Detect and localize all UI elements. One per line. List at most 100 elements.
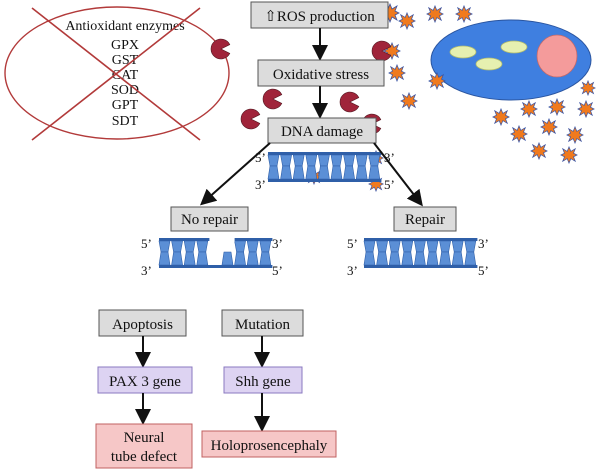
strand-broken-3prime-top: 3’ <box>272 236 283 251</box>
dna-base <box>183 251 196 266</box>
repair-node: Repair <box>393 206 457 232</box>
neural-tube-defect-line2: tube defect <box>111 449 178 465</box>
shh-gene-label: Shh gene <box>235 374 291 390</box>
ros-burst-icon <box>426 5 444 23</box>
organelle <box>500 40 528 54</box>
dna-base <box>464 240 477 253</box>
dna-base <box>158 251 171 266</box>
dna-base <box>292 165 305 180</box>
ros-burst-icon <box>566 126 584 144</box>
strand-damaged-5prime-top: 5’ <box>255 150 266 165</box>
strand-repaired-3prime-bottom: 3’ <box>347 263 358 278</box>
repair-box <box>393 206 457 232</box>
ros-burst-icon <box>577 100 595 118</box>
enzymes-title: Antioxidant enzymes <box>65 19 184 34</box>
dna-base <box>376 240 388 253</box>
dna-base <box>451 251 464 266</box>
strand-damaged-3prime-bottom: 3’ <box>255 177 266 192</box>
enzyme-sdt: SDT <box>112 114 139 129</box>
strand-repaired-3prime-top: 3’ <box>478 236 489 251</box>
repair-label: Repair <box>405 212 445 228</box>
dna-strand-repaired <box>363 238 478 268</box>
ros-burst-icon <box>492 108 510 126</box>
dna-base <box>414 240 426 253</box>
dna-base <box>355 154 368 167</box>
ros-burst-icon <box>400 92 418 110</box>
apoptosis-box <box>98 309 187 337</box>
dna-backbone <box>364 265 478 268</box>
dna-base <box>368 154 381 167</box>
dna-base <box>368 165 381 180</box>
strand-broken-3prime-bottom: 3’ <box>141 263 152 278</box>
dna-base <box>330 165 343 180</box>
dna-base <box>318 154 330 167</box>
dna-base <box>234 240 246 253</box>
dna-base <box>267 165 280 180</box>
oxidative-stress-label: Oxidative stress <box>273 67 369 83</box>
neural-tube-defect-line1: Neural <box>124 430 165 446</box>
dna-backbone <box>268 152 382 155</box>
ros-burst-icon <box>530 142 548 160</box>
dna-base <box>343 165 355 180</box>
dna-base <box>196 251 209 266</box>
ros-production-label: ⇧ROS production <box>264 9 375 25</box>
dna-damage-label: DNA damage <box>281 124 363 140</box>
scavenger-icon <box>262 88 283 110</box>
dna-base <box>414 251 426 266</box>
dna-base <box>246 240 259 253</box>
dna-base <box>388 240 401 253</box>
dna-base <box>305 154 318 167</box>
dna-backbone <box>268 179 382 182</box>
dna-base <box>401 240 414 253</box>
arrow-dna-to-no-repair <box>200 142 271 206</box>
strand-broken-5prime-bottom: 5’ <box>272 263 283 278</box>
dna-base <box>171 251 183 266</box>
ros-burst-icon <box>455 5 473 23</box>
organelle <box>475 57 503 71</box>
mutation-box <box>221 309 304 337</box>
dna-base <box>426 251 439 266</box>
enzyme-sod: SOD <box>111 83 139 98</box>
nucleus <box>536 34 578 78</box>
antioxidant-enzymes-group: Antioxidant enzymes GPX GST CAT SOD GPT … <box>4 6 230 141</box>
dna-base <box>426 240 439 253</box>
dna-base <box>330 154 343 167</box>
strand-repaired-5prime-bottom: 5’ <box>478 263 489 278</box>
apoptosis-label: Apoptosis <box>112 317 173 333</box>
no-repair-label: No repair <box>181 212 238 228</box>
dna-base <box>355 165 368 180</box>
dna-base <box>234 251 246 266</box>
ros-production-node: ⇧ROS production <box>250 1 389 29</box>
ros-burst-icon <box>520 100 538 118</box>
holoprosencephaly-label: Holoprosencephaly <box>211 438 328 454</box>
ros-burst-icon <box>548 98 566 116</box>
ros-burst-icon <box>540 118 558 136</box>
scavenger-icon <box>339 91 360 113</box>
mutation-label: Mutation <box>235 317 290 333</box>
dna-base <box>363 251 376 266</box>
dna-base <box>259 251 272 266</box>
dna-base <box>292 154 305 167</box>
no-repair-node: No repair <box>170 206 249 232</box>
organelle <box>449 45 477 59</box>
dna-break <box>209 237 235 242</box>
dna-base <box>183 240 196 253</box>
ros-burst-icon <box>510 125 528 143</box>
dna-base <box>376 251 388 266</box>
dna-base <box>280 165 292 180</box>
dna-base <box>388 251 401 266</box>
scavenger-icon <box>210 38 231 60</box>
oxidative-stress-node: Oxidative stress <box>257 59 385 87</box>
dna-strand-damaged <box>267 152 382 182</box>
strand-damaged-3prime-top: 3’ <box>384 150 395 165</box>
neural-tube-defect-box <box>95 423 193 469</box>
enzyme-gpx: GPX <box>111 38 139 53</box>
no-repair-box <box>170 206 249 232</box>
ros-burst-icon <box>580 80 596 96</box>
ros-burst-icon <box>560 146 578 164</box>
cell-illustration <box>430 19 592 101</box>
dna-base <box>280 154 292 167</box>
apoptosis-node: Apoptosis <box>98 309 187 337</box>
dna-base <box>246 251 259 266</box>
